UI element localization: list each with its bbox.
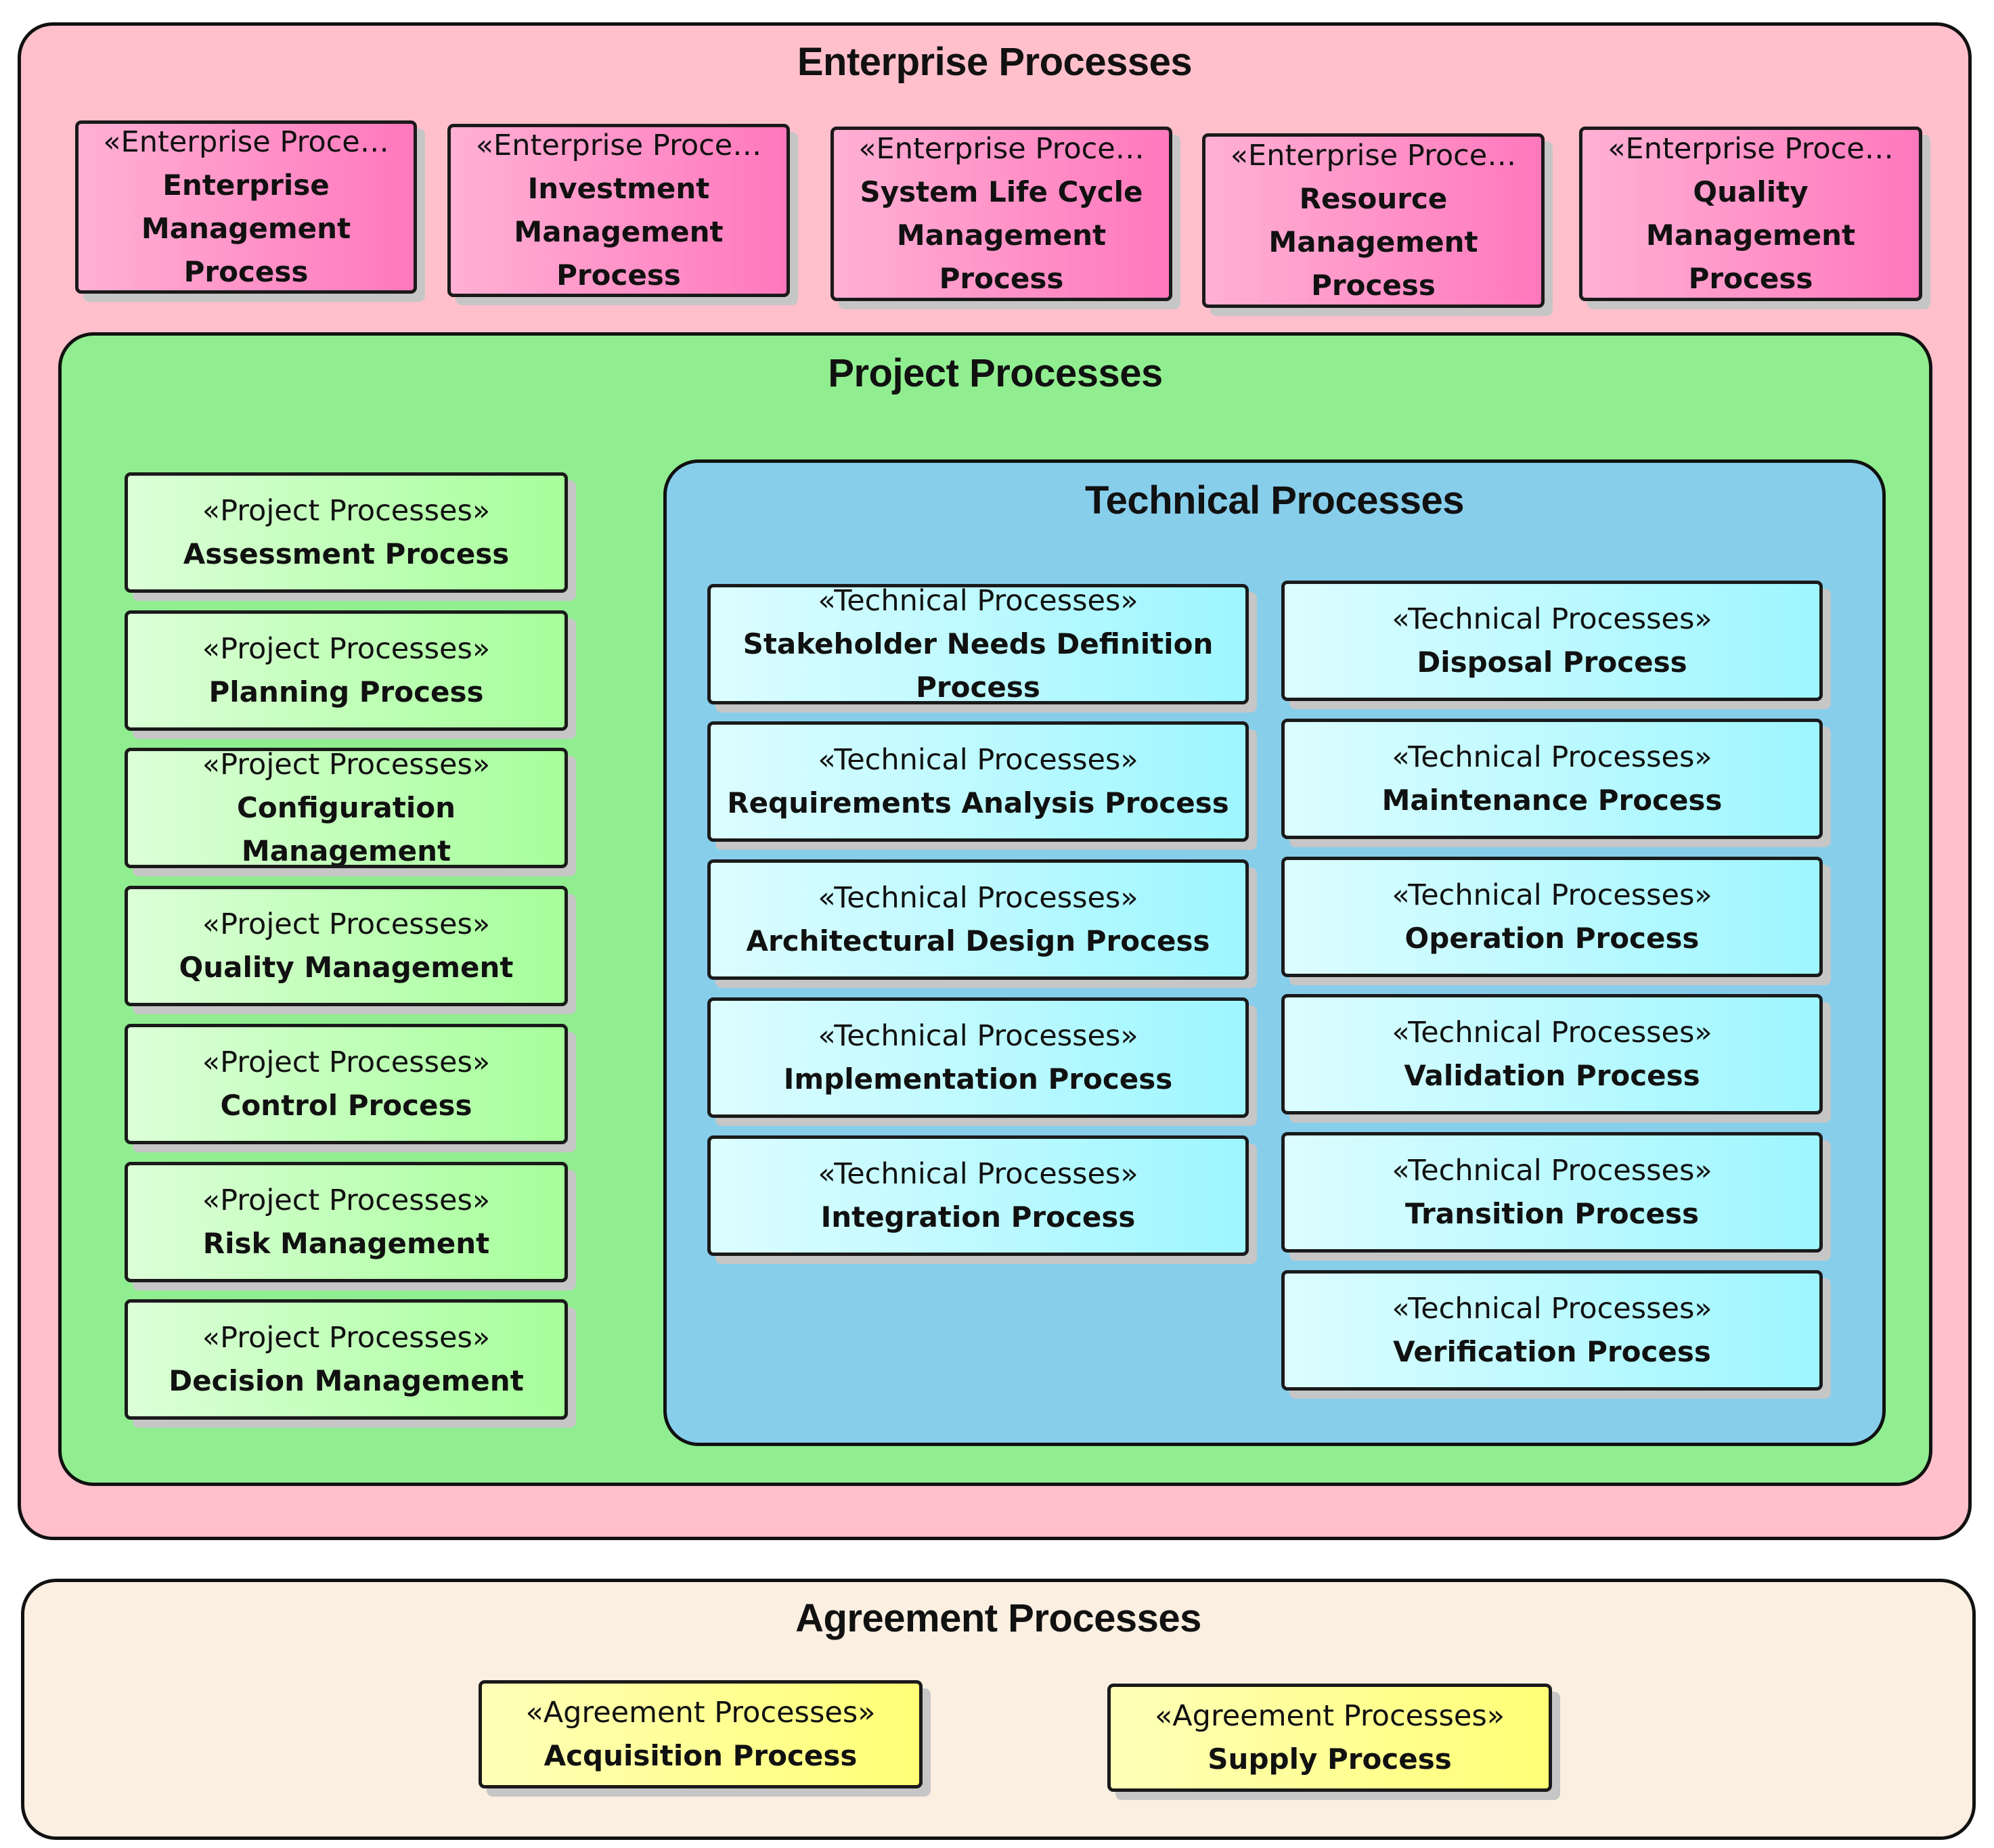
process-name: Verification Process bbox=[1393, 1335, 1711, 1368]
stereotype-label: «Project Processes» bbox=[202, 1321, 491, 1355]
process-name: Transition Process bbox=[1405, 1197, 1699, 1230]
process-name: Operation Process bbox=[1404, 922, 1700, 955]
supply-process-box[interactable]: «Agreement Processes» Supply Process bbox=[1107, 1684, 1552, 1792]
process-name: Architectural Design Process bbox=[746, 924, 1210, 957]
configuration-management-box[interactable]: «Project Processes» Configuration Manage… bbox=[125, 748, 568, 868]
process-name: Stakeholder Needs Definition Process bbox=[743, 627, 1214, 704]
process-name: Control Process bbox=[220, 1089, 472, 1122]
process-name: Resource Management Process bbox=[1268, 182, 1478, 302]
agreement-processes-title: Agreement Processes bbox=[795, 1596, 1201, 1640]
process-name: Decision Management bbox=[169, 1364, 524, 1397]
stereotype-label: «Enterprise Proce… bbox=[1608, 132, 1894, 166]
resource-management-process-box[interactable]: «Enterprise Proce… Resource Management P… bbox=[1202, 133, 1545, 308]
implementation-process-box[interactable]: «Technical Processes» Implementation Pro… bbox=[707, 997, 1249, 1118]
stereotype-label: «Technical Processes» bbox=[1392, 878, 1712, 912]
verification-process-box[interactable]: «Technical Processes» Verification Proce… bbox=[1281, 1270, 1823, 1391]
stereotype-label: «Enterprise Proce… bbox=[858, 132, 1145, 166]
assessment-process-box[interactable]: «Project Processes» Assessment Process bbox=[125, 472, 568, 593]
stereotype-label: «Agreement Processes» bbox=[1154, 1699, 1505, 1733]
process-name: Requirements Analysis Process bbox=[727, 786, 1229, 819]
stereotype-label: «Technical Processes» bbox=[1392, 602, 1712, 636]
quality-management-box[interactable]: «Project Processes» Quality Management bbox=[125, 886, 568, 1006]
stereotype-label: «Agreement Processes» bbox=[525, 1696, 876, 1730]
system-life-cycle-management-process-box[interactable]: «Enterprise Proce… System Life Cycle Man… bbox=[830, 127, 1172, 301]
stakeholder-needs-definition-process-box[interactable]: «Technical Processes» Stakeholder Needs … bbox=[707, 584, 1249, 704]
process-name: Maintenance Process bbox=[1381, 784, 1723, 817]
integration-process-box[interactable]: «Technical Processes» Integration Proces… bbox=[707, 1135, 1249, 1256]
process-name: Acquisition Process bbox=[544, 1739, 858, 1772]
planning-process-box[interactable]: «Project Processes» Planning Process bbox=[125, 610, 568, 731]
process-name: Quality Management bbox=[179, 951, 514, 984]
stereotype-label: «Project Processes» bbox=[202, 748, 491, 782]
stereotype-label: «Technical Processes» bbox=[1392, 740, 1712, 774]
process-name: Assessment Process bbox=[183, 537, 510, 570]
stereotype-label: «Technical Processes» bbox=[818, 1157, 1138, 1191]
process-name: Supply Process bbox=[1208, 1742, 1452, 1776]
stereotype-label: «Enterprise Proce… bbox=[1230, 139, 1517, 173]
process-name: Planning Process bbox=[208, 675, 484, 708]
operation-process-box[interactable]: «Technical Processes» Operation Process bbox=[1281, 857, 1823, 977]
stereotype-label: «Technical Processes» bbox=[818, 584, 1138, 618]
process-name: Disposal Process bbox=[1417, 646, 1687, 679]
investment-management-process-box[interactable]: «Enterprise Proce… Investment Management… bbox=[447, 124, 790, 297]
architectural-design-process-box[interactable]: «Technical Processes» Architectural Desi… bbox=[707, 859, 1249, 980]
stereotype-label: «Project Processes» bbox=[202, 907, 491, 941]
stereotype-label: «Technical Processes» bbox=[1392, 1292, 1712, 1326]
process-name: Integration Process bbox=[820, 1200, 1136, 1234]
process-name: Validation Process bbox=[1404, 1059, 1700, 1092]
stereotype-label: «Technical Processes» bbox=[1392, 1154, 1712, 1188]
process-name: System Life Cycle Management Process bbox=[860, 175, 1143, 295]
maintenance-process-box[interactable]: «Technical Processes» Maintenance Proces… bbox=[1281, 719, 1823, 839]
stereotype-label: «Technical Processes» bbox=[818, 881, 1138, 915]
stereotype-label: «Project Processes» bbox=[202, 1184, 491, 1217]
process-name: Enterprise Management Process bbox=[141, 168, 351, 288]
stereotype-label: «Technical Processes» bbox=[1392, 1016, 1712, 1050]
stereotype-label: «Project Processes» bbox=[202, 494, 491, 528]
enterprise-management-process-box[interactable]: «Enterprise Proce… Enterprise Management… bbox=[75, 120, 417, 294]
process-name: Risk Management bbox=[202, 1227, 490, 1260]
quality-management-process-box[interactable]: «Enterprise Proce… Quality Management Pr… bbox=[1579, 127, 1922, 301]
disposal-process-box[interactable]: «Technical Processes» Disposal Process bbox=[1281, 581, 1823, 701]
stereotype-label: «Project Processes» bbox=[202, 1045, 491, 1079]
stereotype-label: «Enterprise Proce… bbox=[103, 125, 389, 159]
decision-management-box[interactable]: «Project Processes» Decision Management bbox=[125, 1299, 568, 1420]
stereotype-label: «Project Processes» bbox=[202, 632, 491, 666]
acquisition-process-box[interactable]: «Agreement Processes» Acquisition Proces… bbox=[479, 1680, 923, 1788]
transition-process-box[interactable]: «Technical Processes» Transition Process bbox=[1281, 1132, 1823, 1253]
process-name: Quality Management Process bbox=[1645, 175, 1856, 295]
validation-process-box[interactable]: «Technical Processes» Validation Process bbox=[1281, 994, 1823, 1114]
technical-processes-title: Technical Processes bbox=[1084, 478, 1465, 522]
requirements-analysis-process-box[interactable]: «Technical Processes» Requirements Analy… bbox=[707, 721, 1249, 842]
control-process-box[interactable]: «Project Processes» Control Process bbox=[125, 1024, 568, 1144]
process-name: Configuration Management bbox=[237, 791, 456, 867]
stereotype-label: «Technical Processes» bbox=[818, 1019, 1138, 1053]
process-name: Investment Management Process bbox=[514, 172, 724, 292]
risk-management-box[interactable]: «Project Processes» Risk Management bbox=[125, 1162, 568, 1282]
agreement-processes-group: Agreement Processes bbox=[21, 1579, 1976, 1840]
process-name: Implementation Process bbox=[783, 1062, 1173, 1096]
stereotype-label: «Technical Processes» bbox=[818, 743, 1138, 777]
stereotype-label: «Enterprise Proce… bbox=[475, 129, 762, 162]
enterprise-processes-title: Enterprise Processes bbox=[797, 40, 1193, 84]
project-processes-title: Project Processes bbox=[828, 351, 1163, 395]
